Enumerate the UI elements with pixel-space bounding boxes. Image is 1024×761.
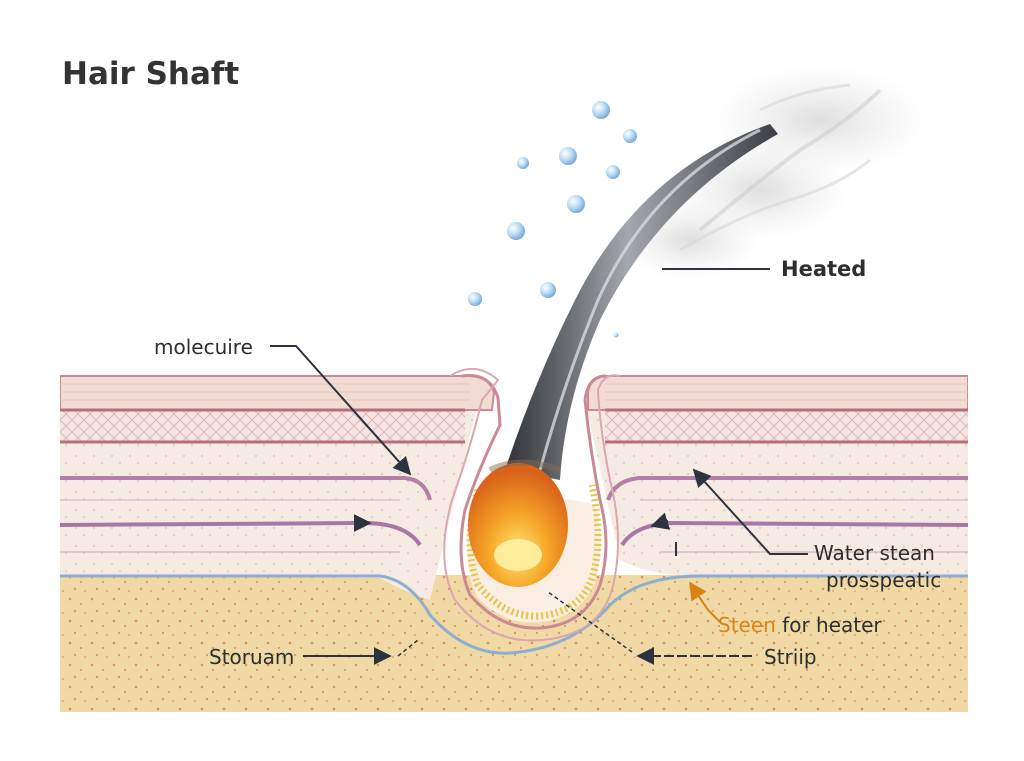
water-droplet <box>592 101 610 119</box>
label-storuam: Storuam <box>209 645 294 669</box>
tissue-arrow-right <box>650 512 671 530</box>
root-sheath <box>466 484 602 620</box>
dermis-fat-boundary <box>60 574 968 655</box>
label-heated: Heated <box>781 257 866 281</box>
hair-bulb-heated <box>468 463 568 587</box>
water-stean-leader <box>692 468 808 555</box>
label-steen-part2: for heater <box>776 613 883 637</box>
label-steen-for-heater: Steen for heater <box>718 613 882 637</box>
label-water-line1: Water stean <box>814 541 935 565</box>
hair-shaft-body <box>505 124 778 480</box>
water-droplet <box>540 282 556 298</box>
water-droplet <box>623 129 637 143</box>
water-droplet <box>517 157 529 169</box>
label-steen-part1: Steen <box>718 613 776 637</box>
water-droplet <box>606 165 620 179</box>
water-droplet <box>468 292 482 306</box>
water-droplet <box>559 147 577 165</box>
label-striip: Striip <box>764 645 817 669</box>
crosshatch-band-right <box>605 410 968 442</box>
water-droplets <box>468 101 637 338</box>
epidermis-left <box>60 375 496 411</box>
leader-lines <box>270 268 808 665</box>
water-droplet <box>507 222 525 240</box>
follicle-outer-wall <box>459 373 608 630</box>
water-droplet <box>567 195 585 213</box>
epidermis-right <box>587 375 968 411</box>
hair-shaft <box>468 124 778 587</box>
water-droplet <box>613 332 619 338</box>
label-water-line2: prosspeatic <box>826 568 941 592</box>
steen-leader <box>689 581 721 623</box>
molecule-leader <box>270 345 412 476</box>
crosshatch-band-left <box>60 410 465 442</box>
steam-cloud <box>620 65 930 280</box>
label-molecule: molecuire <box>154 335 253 359</box>
diagram-title: Hair Shaft <box>62 56 239 92</box>
